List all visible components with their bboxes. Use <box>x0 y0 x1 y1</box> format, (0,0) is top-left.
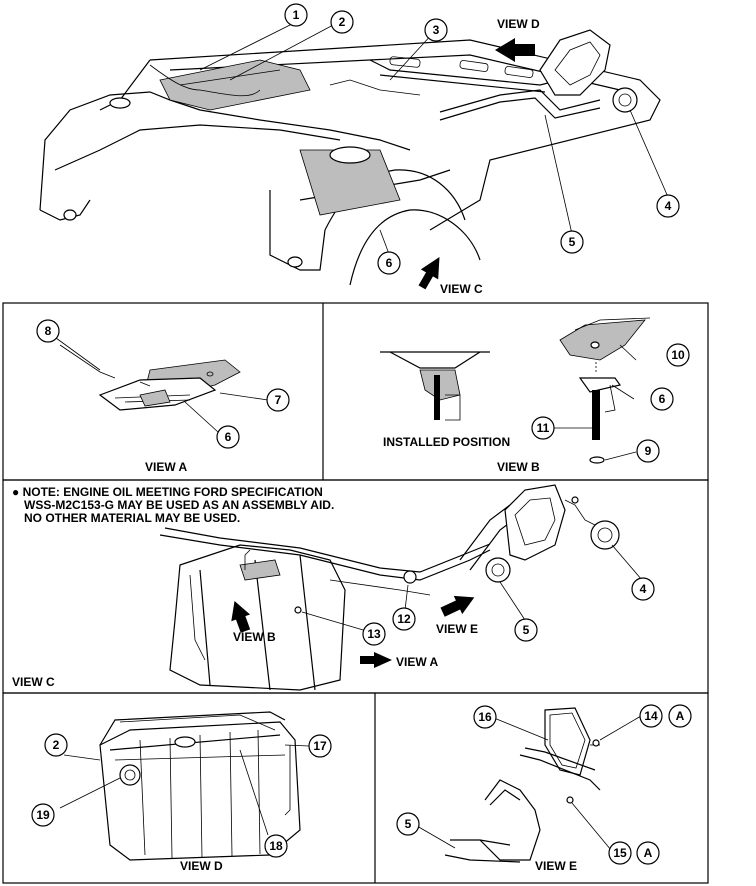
callout-11: 11 <box>531 416 555 440</box>
callout-5e: 5 <box>396 812 420 836</box>
view-d-title: VIEW D <box>180 859 223 873</box>
callout-10-label: 10 <box>671 348 685 362</box>
view-e-callouts: 16 14 A 5 15 A <box>396 704 692 865</box>
panel-borders <box>2 302 709 884</box>
callout-13: 13 <box>362 622 386 646</box>
callout-6a: 6 <box>216 425 240 449</box>
callout-13-label: 13 <box>367 627 381 641</box>
callout-17-label: 17 <box>313 739 327 753</box>
callout-5c: 5 <box>514 618 538 642</box>
view-c-callouts: 4 5 12 13 <box>362 577 655 646</box>
view-d-callouts: 2 17 19 18 <box>31 733 332 858</box>
callout-18: 18 <box>264 834 288 858</box>
callout-2d-label: 2 <box>53 738 60 752</box>
callout-16: 16 <box>473 705 497 729</box>
callout-8-label: 8 <box>45 324 52 338</box>
callout-4: 4 <box>656 194 680 218</box>
callout-6b: 6 <box>650 387 674 411</box>
callout-14-label: 14 <box>644 709 658 723</box>
view-a-callouts: 8 7 6 <box>36 319 290 449</box>
view-c-illustration <box>159 484 643 691</box>
callout-4-label: 4 <box>665 199 672 213</box>
callout-3: 3 <box>424 18 448 42</box>
callout-1: 1 <box>284 3 308 27</box>
callout-15: 15 <box>608 841 632 865</box>
view-e-arrow-label: VIEW E <box>436 622 478 636</box>
view-a-title: VIEW A <box>145 460 188 474</box>
callout-19-label: 19 <box>36 808 50 822</box>
callout-9-label: 9 <box>645 444 652 458</box>
callout-2d: 2 <box>44 733 68 757</box>
note-line-3: NO OTHER MATERIAL MAY BE USED. <box>24 511 240 525</box>
callout-5e-label: 5 <box>405 817 412 831</box>
callout-a-15: A <box>636 841 660 865</box>
callout-5c-label: 5 <box>523 623 530 637</box>
view-e-illustration <box>416 707 642 863</box>
callout-8: 8 <box>36 319 60 343</box>
callout-9: 9 <box>636 439 660 463</box>
top-callouts: 1 2 3 4 5 6 <box>284 3 680 275</box>
callout-6a-label: 6 <box>225 430 232 444</box>
view-e-title: VIEW E <box>535 859 577 873</box>
callout-2: 2 <box>330 10 354 34</box>
callout-5-label: 5 <box>569 235 576 249</box>
note-line-2: WSS-M2C153-G MAY BE USED AS AN ASSEMBLY … <box>24 498 334 512</box>
callout-14: 14 <box>639 704 663 728</box>
callout-1-label: 1 <box>293 8 300 22</box>
view-b-title: VIEW B <box>497 460 540 474</box>
callout-10: 10 <box>666 343 690 367</box>
callout-15-label: 15 <box>613 846 627 860</box>
installed-position-label: INSTALLED POSITION <box>383 435 510 449</box>
view-b-arrow-label: VIEW B <box>233 630 276 644</box>
callout-a-15-label: A <box>644 846 653 860</box>
callout-12-label: 12 <box>397 612 411 626</box>
callout-2-label: 2 <box>339 15 346 29</box>
callout-4c-label: 4 <box>640 582 647 596</box>
view-d-illustration <box>59 711 310 861</box>
callout-7-label: 7 <box>275 393 282 407</box>
view-a-arrow-label: VIEW A <box>396 655 439 669</box>
callout-16-label: 16 <box>478 710 492 724</box>
callout-17: 17 <box>308 734 332 758</box>
callout-7: 7 <box>266 388 290 412</box>
view-c-title: VIEW C <box>12 675 55 689</box>
callout-a-14: A <box>668 704 692 728</box>
top-frame-illustration <box>39 21 669 290</box>
callout-18-label: 18 <box>269 839 283 853</box>
callout-4c: 4 <box>631 577 655 601</box>
callout-a-14-label: A <box>676 709 685 723</box>
view-b-callouts: 10 6 11 9 <box>531 343 690 463</box>
view-b-illustration <box>380 317 651 464</box>
note-line-1: ● NOTE: ENGINE OIL MEETING FORD SPECIFIC… <box>12 485 323 499</box>
callout-11-label: 11 <box>537 421 550 435</box>
view-d-arrow-label: VIEW D <box>497 17 540 31</box>
callout-19: 19 <box>31 803 55 827</box>
view-c-arrow-label: VIEW C <box>440 282 483 296</box>
callout-3-label: 3 <box>433 23 440 37</box>
view-a-illustration <box>55 337 269 433</box>
callout-5: 5 <box>560 230 584 254</box>
callout-6-label: 6 <box>386 256 393 270</box>
callout-6b-label: 6 <box>659 392 666 406</box>
callout-12: 12 <box>392 607 416 631</box>
callout-6: 6 <box>377 251 401 275</box>
